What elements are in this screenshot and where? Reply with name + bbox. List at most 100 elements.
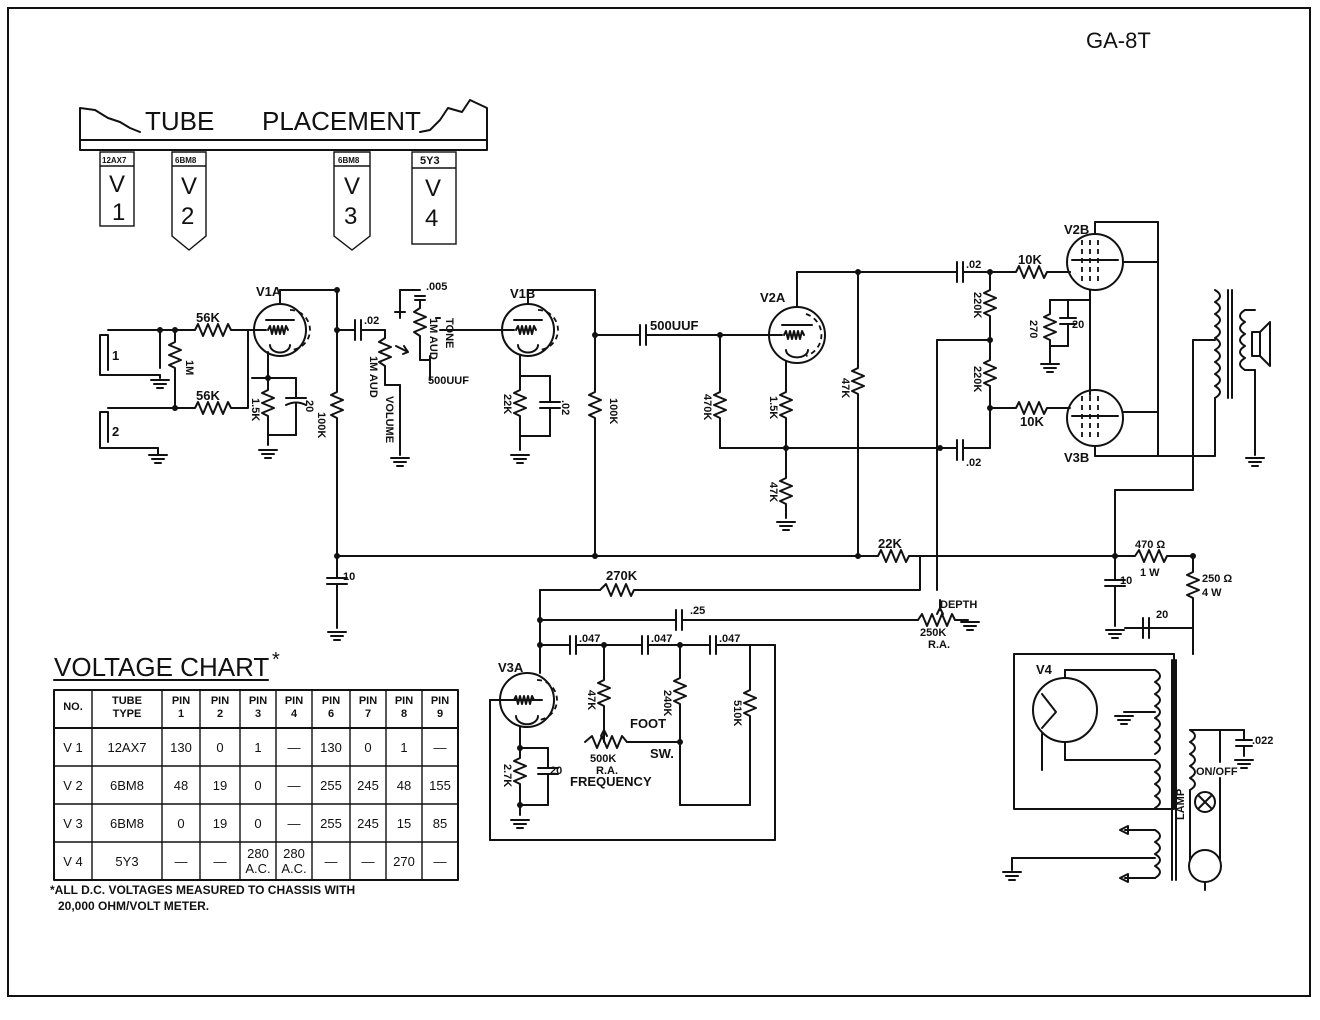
voltage-chart-header: 7 xyxy=(365,708,371,720)
tube-slot-v1: 12AX7 V 1 xyxy=(99,151,135,227)
voltage-chart-cell: 48 xyxy=(174,778,188,793)
v1a-label: V1A xyxy=(256,284,282,299)
voltage-chart-footnote-1: *ALL D.C. VOLTAGES MEASURED TO CHASSIS W… xyxy=(50,883,355,897)
voltage-chart-mark: * xyxy=(272,649,280,671)
voltage-chart-cell: — xyxy=(288,740,301,755)
r56k-b-label: 56K xyxy=(196,388,220,403)
voltage-chart-header: NO. xyxy=(63,701,83,713)
c02-c-label: .02 xyxy=(966,259,981,271)
c005-label: .005 xyxy=(426,281,447,293)
v4-label: V4 xyxy=(1036,662,1053,677)
r250ohm-w-label: 4 W xyxy=(1202,587,1222,599)
on-off-label: ON/OFF xyxy=(1196,766,1238,778)
voltage-chart-cell: 19 xyxy=(213,816,227,831)
r100k-b-label: 100K xyxy=(607,398,619,424)
voltage-chart-cell: 15 xyxy=(397,816,411,831)
voltage-chart-cell: 130 xyxy=(170,740,192,755)
voltage-chart-cell: V 2 xyxy=(63,778,83,793)
ra-freq-label: R.A. xyxy=(596,765,618,777)
voltage-chart-cell: 85 xyxy=(433,816,447,831)
voltage-chart-cell: V 1 xyxy=(63,740,83,755)
tube-type-v1: 12AX7 xyxy=(102,156,127,165)
tube-num-v1: 1 xyxy=(112,199,125,226)
c10-a-label: 10 xyxy=(343,571,355,583)
voltage-chart-header: PIN xyxy=(431,695,449,707)
tube-type-v2: 6BM8 xyxy=(175,156,197,165)
r270k-label: 270K xyxy=(606,568,638,583)
r10k-b-label: 10K xyxy=(1020,414,1044,429)
tube-num-v4: 4 xyxy=(425,205,438,232)
r47k-b-label: 47K xyxy=(839,378,851,398)
voltage-chart-cell: — xyxy=(434,740,447,755)
tube-slot-v2: 6BM8 V 2 xyxy=(171,151,207,251)
c10-b-label: 10 xyxy=(1120,575,1132,587)
volume-label: VOLUME xyxy=(383,396,395,443)
voltage-chart: VOLTAGE CHART * NO.TUBETYPEPIN1PIN2PIN3P… xyxy=(50,649,459,913)
c500uuf-b-label: 500UUF xyxy=(650,318,698,333)
voltage-chart-cell: 270 xyxy=(393,854,415,869)
voltage-chart-header: 6 xyxy=(328,708,334,720)
voltage-chart-cell: — xyxy=(288,816,301,831)
v2a-label: V2A xyxy=(760,290,786,305)
r100k-a-label: 100K xyxy=(315,412,327,438)
voltage-chart-header: 1 xyxy=(178,708,184,720)
r270-label: 270 xyxy=(1027,320,1039,338)
depth-label: DEPTH xyxy=(940,599,977,611)
c20-c-label: 20 xyxy=(550,765,562,777)
frequency-label: FREQUENCY xyxy=(570,774,652,789)
voltage-chart-cell: 245 xyxy=(357,816,379,831)
power-supply: V4 ON/OFF .022 LAMP xyxy=(1002,653,1273,891)
r240k-label: 240K xyxy=(661,690,673,716)
r1-5k-a-label: 1.5K xyxy=(249,398,261,421)
voltage-chart-cell: 0 xyxy=(216,740,223,755)
v3a-label: V3A xyxy=(498,660,524,675)
tube-placement-title-left: TUBE xyxy=(145,106,214,136)
voltage-chart-cell: — xyxy=(362,854,375,869)
voltage-chart-header: PIN xyxy=(285,695,303,707)
jack-1-label: 1 xyxy=(112,348,119,363)
tube-v-v4: V xyxy=(425,175,441,202)
r47k-c-label: 47K xyxy=(585,690,597,710)
coupling-section: .02 220K 220K .02 10K 10K 270 20 xyxy=(936,252,1091,591)
r22k-b-label: 22K xyxy=(878,536,902,551)
c047-b-label: .047 xyxy=(651,633,672,645)
voltage-chart-header: 3 xyxy=(255,708,261,720)
voltage-chart-header: PIN xyxy=(395,695,413,707)
output-tubes: V2B V3B xyxy=(1064,221,1271,491)
voltage-chart-cell: 0 xyxy=(177,816,184,831)
voltage-chart-cell: 12AX7 xyxy=(107,740,146,755)
voltage-chart-cell: 255 xyxy=(320,778,342,793)
voltage-chart-cell: A.C. xyxy=(245,861,270,876)
r470ohm-label: 470 Ω xyxy=(1135,539,1165,551)
tube-v-v1: V xyxy=(109,171,125,198)
voltage-chart-cell: — xyxy=(434,854,447,869)
voltage-chart-cell: — xyxy=(325,854,338,869)
tube-num-v2: 2 xyxy=(181,203,194,230)
voltage-chart-cell: 48 xyxy=(397,778,411,793)
voltage-chart-table: NO.TUBETYPEPIN1PIN2PIN3PIN4PIN6PIN7PIN8P… xyxy=(53,689,459,881)
c20-d-label: 20 xyxy=(1156,609,1168,621)
r470k-label: 470K xyxy=(701,394,713,420)
r1m-label: 1M xyxy=(183,360,195,375)
model-title: GA-8T xyxy=(1086,28,1151,53)
ra-depth-label: R.A. xyxy=(928,639,950,651)
c20-a-label: 20 xyxy=(303,400,315,412)
r250ohm-label: 250 Ω xyxy=(1202,573,1232,585)
voltage-chart-cell: 1 xyxy=(254,740,261,755)
power-filter: 22K 10 270K .25 DEPTH 250K R.A. 470 Ω 1 … xyxy=(326,489,1232,661)
r22k-a-label: 22K xyxy=(501,394,513,414)
page-border xyxy=(7,7,1311,997)
voltage-chart-header: TUBE xyxy=(112,695,142,707)
foot-label: FOOT xyxy=(630,716,666,731)
tube-num-v3: 3 xyxy=(344,203,357,230)
lamp-label: LAMP xyxy=(1175,789,1187,820)
voltage-chart-header: 4 xyxy=(291,708,298,720)
voltage-chart-cell: 0 xyxy=(254,778,261,793)
junction-dots xyxy=(157,269,1196,808)
tube-type-v3: 6BM8 xyxy=(338,156,360,165)
tremolo-oscillator: V3A .047 .047 .047 47K 500K R.A. FREQUEN… xyxy=(489,633,776,841)
voltage-chart-cell: V 4 xyxy=(63,854,83,869)
voltage-chart-header: PIN xyxy=(359,695,377,707)
v3b-label: V3B xyxy=(1064,450,1089,465)
